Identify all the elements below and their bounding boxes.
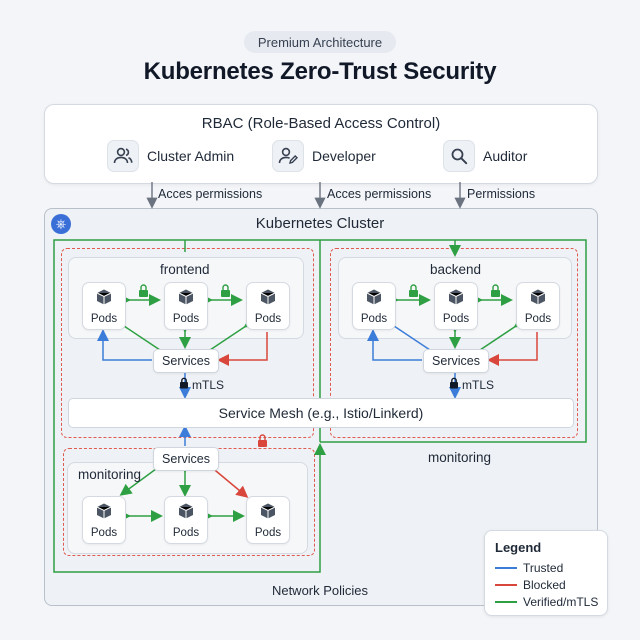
header-badge: Premium Architecture — [244, 31, 396, 53]
permission-label: Acces permissions — [327, 187, 432, 201]
cube-icon — [529, 288, 547, 311]
pod-label: Pods — [442, 312, 470, 325]
pod-label: Pods — [90, 526, 118, 539]
cube-icon — [177, 502, 195, 525]
users-icon — [107, 140, 139, 172]
legend: Legend Trusted Blocked Verified/mTLS — [484, 530, 608, 616]
role-cluster-admin[interactable]: Cluster Admin — [107, 140, 234, 172]
role-developer[interactable]: Developer — [272, 140, 376, 172]
legend-item-blocked: Blocked — [495, 578, 566, 592]
role-auditor[interactable]: Auditor — [443, 140, 527, 172]
pod-frontend-2[interactable]: Pods — [164, 282, 208, 330]
rbac-panel: RBAC (Role-Based Access Control) Cluster… — [44, 104, 598, 184]
services-frontend[interactable]: Services — [153, 349, 219, 373]
pod-label: Pods — [254, 526, 282, 539]
pod-backend-1[interactable]: Pods — [352, 282, 396, 330]
namespace-label-backend: backend — [430, 262, 482, 277]
role-label: Auditor — [483, 148, 528, 164]
page-title: Kubernetes Zero-Trust Security — [143, 58, 497, 85]
cube-icon — [447, 288, 465, 311]
cube-icon — [95, 502, 113, 525]
legend-item-trusted: Trusted — [495, 561, 563, 575]
legend-swatch — [495, 567, 517, 569]
pod-backend-2[interactable]: Pods — [434, 282, 478, 330]
legend-swatch — [495, 601, 517, 603]
mtls-text: mTLS — [462, 377, 495, 392]
permission-label: Permissions — [467, 187, 536, 201]
frontend-policy-zone — [61, 248, 314, 438]
mtls-label-frontend: mTLS — [179, 377, 224, 392]
mtls-text: mTLS — [192, 377, 225, 392]
service-mesh-bar[interactable]: Service Mesh (e.g., Istio/Linkerd) — [68, 398, 574, 428]
legend-item-verified: Verified/mTLS — [495, 595, 598, 609]
legend-swatch — [495, 584, 517, 586]
mtls-label-backend: mTLS — [449, 377, 494, 392]
pod-label: Pods — [172, 312, 200, 325]
namespace-label-monitoring-right: monitoring — [428, 450, 492, 465]
pod-label: Pods — [172, 526, 200, 539]
pod-label: Pods — [254, 312, 282, 325]
lock-icon — [449, 377, 459, 392]
pod-label: Pods — [360, 312, 388, 325]
legend-title: Legend — [495, 540, 542, 555]
pod-backend-3[interactable]: Pods — [516, 282, 560, 330]
rbac-title: RBAC (Role-Based Access Control) — [201, 115, 441, 132]
pod-monitoring-2[interactable]: Pods — [164, 496, 208, 544]
pod-frontend-1[interactable]: Pods — [82, 282, 126, 330]
pod-monitoring-3[interactable]: Pods — [246, 496, 290, 544]
role-label: Developer — [312, 148, 376, 164]
legend-label: Blocked — [523, 578, 566, 592]
pod-frontend-3[interactable]: Pods — [246, 282, 290, 330]
pod-monitoring-1[interactable]: Pods — [82, 496, 126, 544]
legend-label: Trusted — [523, 561, 564, 575]
services-monitoring[interactable]: Services — [153, 447, 219, 471]
cube-icon — [259, 288, 277, 311]
namespace-label-frontend: frontend — [160, 262, 210, 277]
search-icon — [443, 140, 475, 172]
lock-icon — [179, 377, 189, 392]
network-policies-label: Network Policies — [271, 583, 369, 598]
cluster-title: Kubernetes Cluster — [255, 215, 385, 232]
cube-icon — [177, 288, 195, 311]
namespace-label-monitoring: monitoring — [78, 467, 142, 482]
pod-label: Pods — [90, 312, 118, 325]
services-backend[interactable]: Services — [423, 349, 489, 373]
permission-label: Acces permissions — [158, 187, 263, 201]
cube-icon — [365, 288, 383, 311]
pod-label: Pods — [524, 312, 552, 325]
kubernetes-icon: ⎈ — [51, 214, 71, 234]
legend-label: Verified/mTLS — [523, 595, 599, 609]
cube-icon — [259, 502, 277, 525]
role-label: Cluster Admin — [147, 148, 235, 164]
user-edit-icon — [272, 140, 304, 172]
cube-icon — [95, 288, 113, 311]
